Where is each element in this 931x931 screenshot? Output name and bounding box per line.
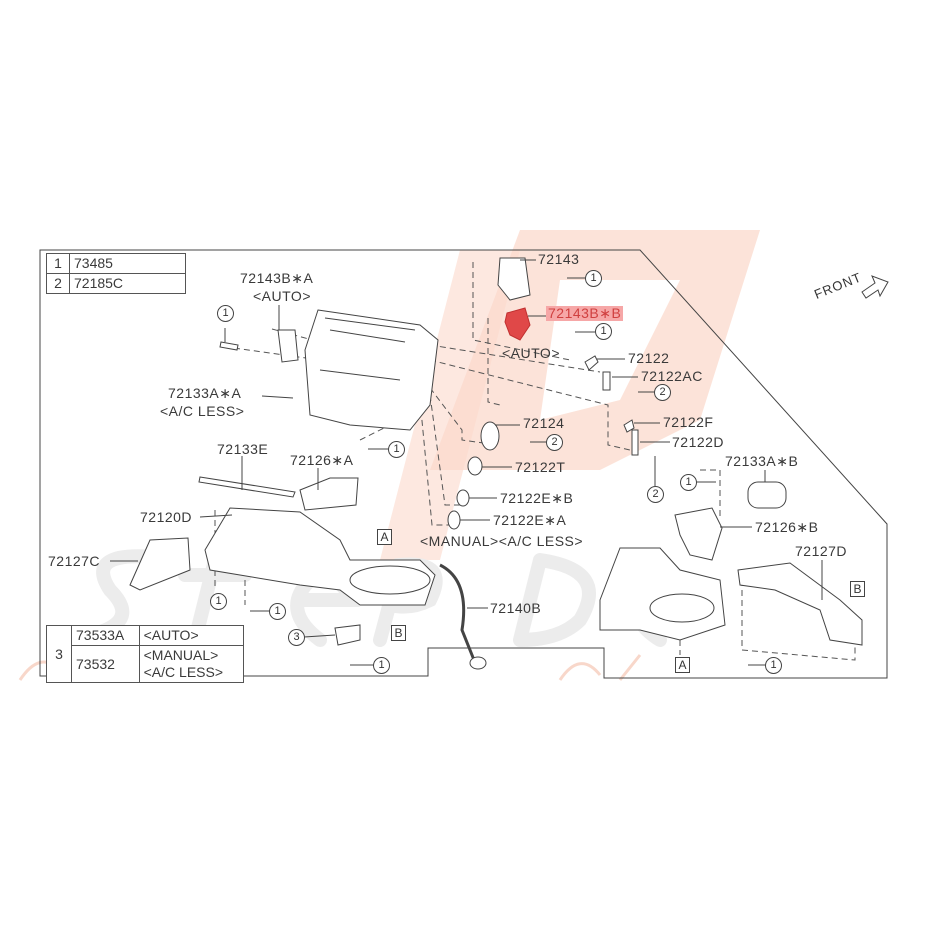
part-label[interactable]: 72133A∗B	[725, 453, 799, 469]
legend-ref: 3	[46, 625, 72, 683]
ref-box-a: A	[377, 529, 392, 545]
legend-part: 73485	[69, 253, 186, 274]
ref-box-b: B	[391, 625, 406, 641]
part-label[interactable]: 72124	[523, 415, 565, 431]
callout-1[interactable]: 1	[217, 305, 234, 322]
parts	[129, 257, 889, 670]
ref-box-a: A	[675, 657, 690, 673]
part-label[interactable]: 72122D	[672, 434, 725, 450]
callout-3[interactable]: 3	[288, 629, 305, 646]
heater-unit	[304, 309, 439, 431]
highlighted-actuator	[504, 307, 531, 341]
part-label[interactable]: 72126∗B	[755, 519, 819, 535]
callout-1[interactable]: 1	[269, 603, 286, 620]
duct	[737, 562, 863, 646]
legend-ref: 1	[46, 253, 70, 274]
part-label[interactable]: 72127C	[48, 553, 101, 569]
legend-row: 73532 <MANUAL><A/C LESS>	[47, 645, 245, 683]
legend-table-sensor: 3 73533A <AUTO> 73532 <MANUAL><A/C LESS>	[46, 625, 245, 683]
part-label[interactable]: 72122E∗A	[493, 512, 567, 528]
callout-1[interactable]: 1	[373, 657, 390, 674]
callout-1[interactable]: 1	[595, 323, 612, 340]
ref-box-b: B	[850, 581, 865, 597]
callout-1[interactable]: 1	[210, 593, 227, 610]
callout-1[interactable]: 1	[585, 270, 602, 287]
legend-ref: 2	[46, 273, 70, 294]
legend-note-line: <MANUAL>	[143, 647, 219, 663]
part-label[interactable]: 72133A∗A	[168, 385, 242, 401]
part-label[interactable]: 72140B	[490, 600, 542, 616]
label-lines	[110, 259, 823, 666]
part-label[interactable]: 72127D	[795, 543, 848, 559]
part-label[interactable]: 72143B∗A	[240, 270, 314, 286]
legend-part: 72185C	[69, 273, 186, 294]
part-label[interactable]: 72120D	[140, 509, 193, 525]
variant-note: <A/C LESS>	[160, 403, 245, 419]
legend-part: 73532	[71, 645, 140, 683]
variant-note: <AUTO>	[502, 345, 560, 361]
variant-note: <MANUAL><A/C LESS>	[420, 533, 584, 549]
legend-note: <MANUAL><A/C LESS>	[138, 645, 245, 683]
part-label[interactable]: 72133E	[217, 441, 269, 457]
part-label[interactable]: 72126∗A	[290, 452, 354, 468]
callout-1[interactable]: 1	[765, 657, 782, 674]
legend-note: <AUTO>	[138, 625, 245, 646]
callout-2[interactable]: 2	[654, 384, 671, 401]
blower-case	[599, 547, 726, 641]
legend-part: 73533A	[71, 625, 140, 646]
callout-2[interactable]: 2	[647, 486, 664, 503]
callout-2[interactable]: 2	[546, 434, 563, 451]
variant-note: <AUTO>	[253, 288, 311, 304]
legend-note-line: <A/C LESS>	[143, 664, 224, 680]
part-label-highlighted[interactable]: 72143B∗B	[546, 305, 624, 321]
part-label[interactable]: 72122AC	[641, 368, 703, 384]
legend-row: 3 73533A <AUTO>	[46, 625, 245, 683]
part-label[interactable]: 72122T	[515, 459, 566, 475]
front-arrow-icon	[861, 275, 889, 299]
part-label[interactable]: 72122	[628, 350, 670, 366]
part-label[interactable]: 72122F	[663, 414, 714, 430]
part-label[interactable]: 72122E∗B	[500, 490, 574, 506]
callout-1[interactable]: 1	[680, 474, 697, 491]
part-label[interactable]: 72143	[538, 251, 580, 267]
callout-1[interactable]: 1	[388, 441, 405, 458]
